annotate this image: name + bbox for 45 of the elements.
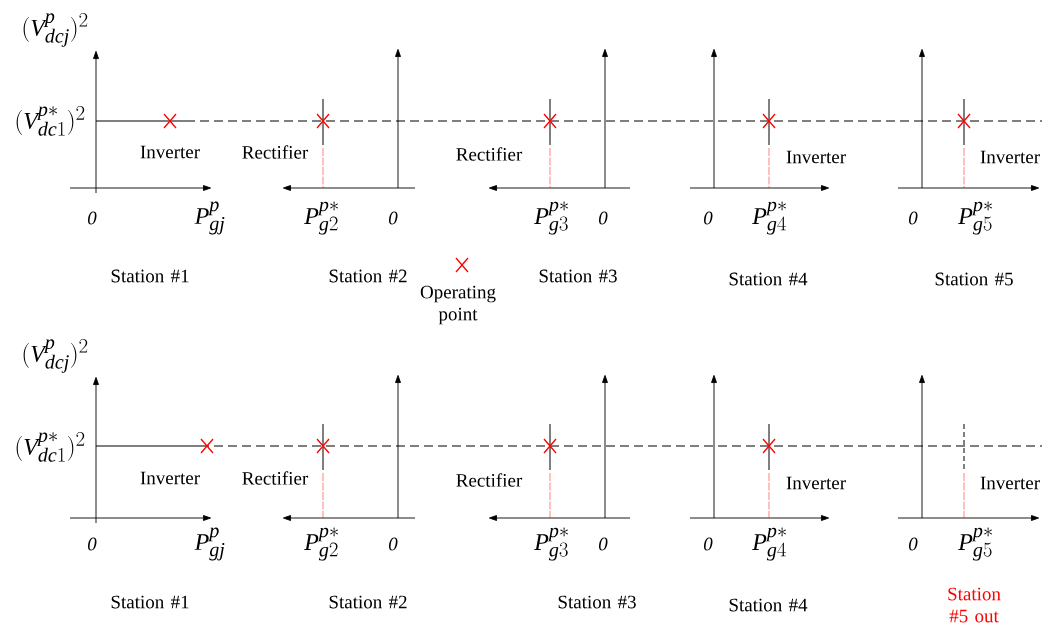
setpoint-label: $P_{g5}^{p*}$ [958,201,992,235]
reference-label: $(V_{dc1}^{p*})^{2}$ [16,105,85,136]
setpoint-label: $P_{g2}^{p*}$ [304,201,338,235]
mode-label: Rectifier [456,147,523,161]
mode-label: Inverter [140,145,200,159]
setpoint-label: $P_{g3}^{p*}$ [534,201,568,235]
station-label: Station #5 out [948,587,1001,623]
setpoint-label: $P_{g4}^{p*}$ [752,527,786,561]
setpoint-label: $P_{g4}^{p*}$ [752,201,786,235]
mode-label: Inverter [786,150,846,164]
reference-label: $(V_{dc1}^{p*})^{2}$ [16,431,85,462]
axis-label: $(V_{dcj}^{p})^{2}$ [23,338,88,373]
axis-label: 0 [88,211,97,225]
axis-label: 0 [909,537,918,551]
setpoint-label: $P_{g3}^{p*}$ [534,527,568,561]
station-label: Station #2 [329,269,407,283]
axis-label: 0 [389,211,398,225]
mode-label: Inverter [980,476,1040,490]
axis-label: $P_{gj}^{p}$ [194,527,225,561]
axis-label: 0 [599,211,608,225]
axis-label: 0 [88,537,97,551]
mode-label: Inverter [786,476,846,490]
axis-label: 0 [909,211,918,225]
axis-label: $(V_{dcj}^{p})^{2}$ [23,12,88,47]
station-label: Station #1 [111,595,189,609]
mode-label: Rectifier [242,145,309,159]
axis-label: $P_{gj}^{p}$ [194,201,225,235]
mode-label: Inverter [980,150,1040,164]
mode-label: Rectifier [242,471,309,485]
mode-label: Inverter [140,471,200,485]
axis-label: 0 [389,537,398,551]
station-label: Station #4 [729,272,808,286]
station-label: Station #3 [558,595,636,609]
station-label: Station #3 [539,269,617,283]
station-label: Station #4 [729,598,808,612]
legend-label: Operating point [420,285,496,325]
station-label: Station #1 [111,269,189,283]
setpoint-label: $P_{g5}^{p*}$ [958,527,992,561]
setpoint-label: $P_{g2}^{p*}$ [304,527,338,561]
axis-label: 0 [704,211,713,225]
station-label: Station #2 [329,595,407,609]
station-label: Station #5 [935,272,1013,286]
axis-label: 0 [704,537,713,551]
mode-label: Rectifier [456,473,523,487]
axis-label: 0 [599,537,608,551]
